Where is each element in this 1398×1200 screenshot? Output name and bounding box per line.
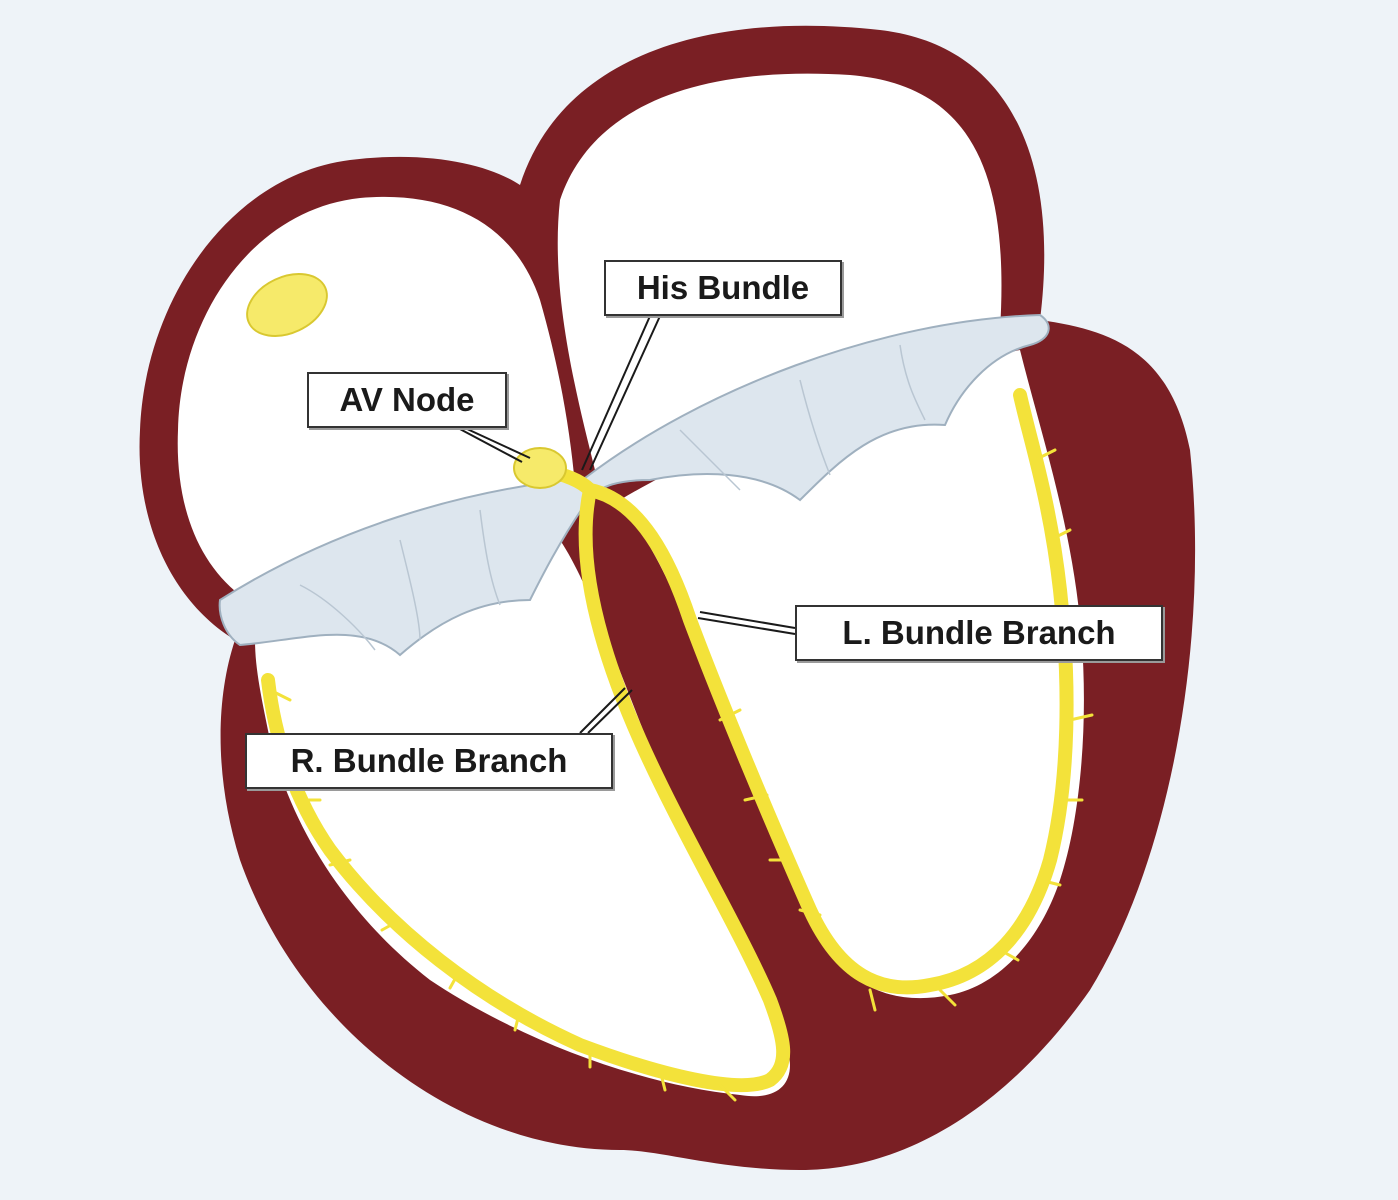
left-bundle-branch-label: L. Bundle Branch (795, 605, 1163, 661)
av-node-leader (464, 427, 531, 459)
sa-node (246, 273, 328, 337)
rbb-leader (587, 689, 633, 734)
tricuspid-valve-lines (299, 509, 501, 651)
left-ventricle-chamber (620, 350, 1084, 999)
av-node-leader-2 (457, 427, 523, 463)
right-ventricle-chamber (255, 540, 790, 1097)
lbb-leader (699, 611, 796, 629)
left-bundle-branch-path (583, 388, 1074, 995)
leader-lines (457, 315, 796, 734)
right-bundle-branch-label: R. Bundle Branch (245, 733, 613, 789)
rbb-leader-2 (579, 687, 626, 734)
lbb-leader-2 (697, 617, 796, 635)
his-bundle-leader-2 (581, 315, 651, 471)
purkinje-fibers (268, 448, 1094, 1102)
mitral-valve (583, 313, 1050, 503)
right-bundle-branch-path (261, 483, 791, 1093)
mitral-valve-lines (679, 344, 926, 491)
his-bundle-label: His Bundle (604, 260, 842, 316)
av-node (513, 447, 567, 489)
his-bundle-leader (589, 315, 661, 471)
tricuspid-valve (218, 476, 590, 657)
av-node-label: AV Node (307, 372, 507, 428)
